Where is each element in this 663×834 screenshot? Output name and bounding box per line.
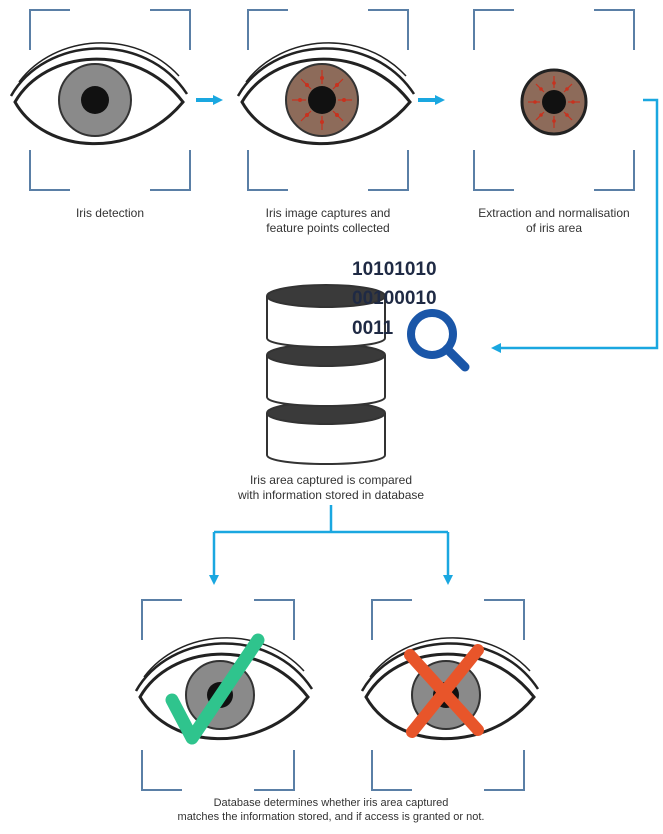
step1-caption: Iris detection xyxy=(75,206,145,220)
cross-icon xyxy=(404,644,484,738)
magnifier-icon xyxy=(407,309,470,372)
outcome-match-frame xyxy=(141,599,295,791)
step3-caption: Extraction and normalisation of iris are… xyxy=(478,206,630,235)
eye-feature-points-icon xyxy=(236,42,416,146)
step2-caption: Iris image captures and feature points c… xyxy=(265,206,391,235)
database-icon xyxy=(266,284,386,465)
outcome-no-match-frame xyxy=(371,599,525,791)
step2-frame xyxy=(247,9,409,191)
database-caption: Iris area captured is compared with info… xyxy=(237,473,425,502)
binary-line-1: 10101010 xyxy=(352,259,437,280)
split-arrows xyxy=(209,505,453,585)
eye-gray-iris-icon xyxy=(9,42,189,146)
arrow-step3-to-database xyxy=(491,98,659,353)
checkmark-icon xyxy=(165,633,265,745)
step1-frame xyxy=(29,9,191,191)
step3-frame xyxy=(473,9,635,191)
binary-code: 10101010 00100010 0011 xyxy=(352,259,437,339)
binary-line-2: 00100010 xyxy=(352,288,437,309)
binary-line-3: 0011 xyxy=(352,318,394,339)
extracted-iris-icon xyxy=(520,68,588,136)
final-caption: Database determines whether iris area ca… xyxy=(177,797,485,823)
